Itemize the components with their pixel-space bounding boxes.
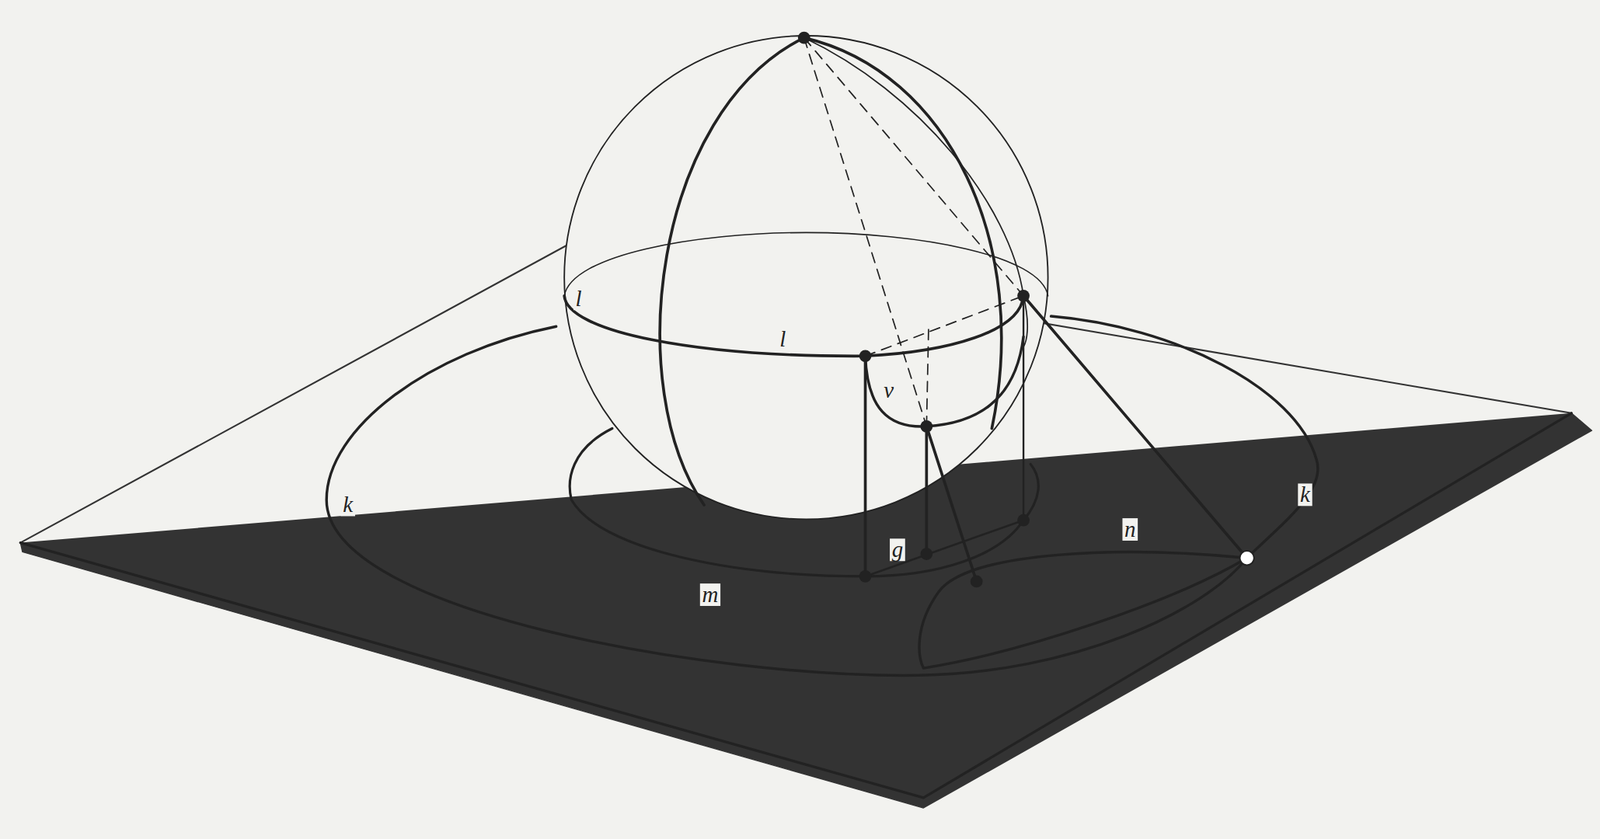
curve-label: l bbox=[777, 328, 788, 352]
curve-label: m bbox=[700, 583, 721, 607]
curve-label: k bbox=[341, 494, 356, 517]
curve-label: l bbox=[573, 287, 584, 311]
curve-label: n bbox=[1122, 518, 1138, 541]
curve-label: v bbox=[881, 379, 896, 402]
curve-label: k bbox=[1297, 483, 1312, 506]
line-label: g bbox=[889, 538, 906, 562]
